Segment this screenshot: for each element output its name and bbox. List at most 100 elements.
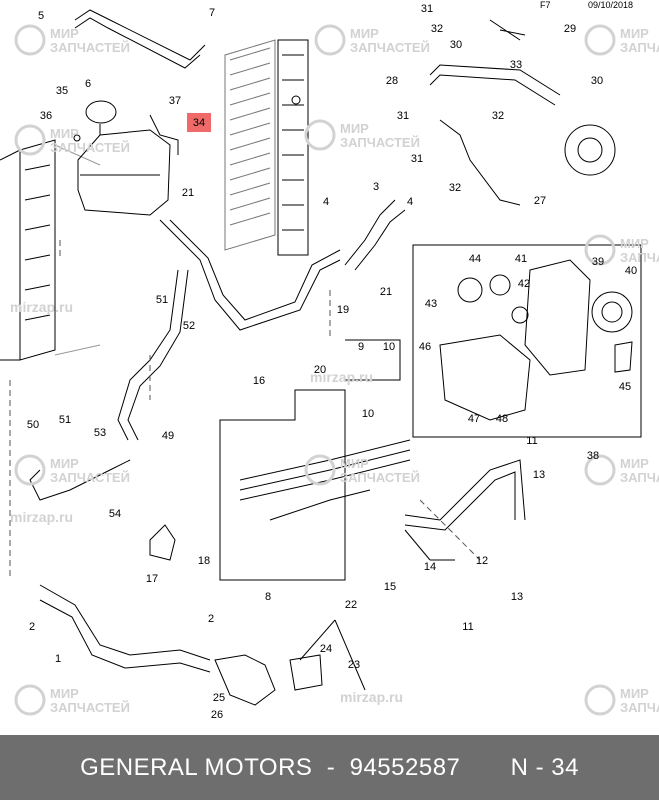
watermark-text: ЗАПЧАСТЕЙ <box>50 140 130 155</box>
diagram-date: 09/10/2018 <box>588 0 634 10</box>
housing-22 <box>214 654 276 706</box>
footer-brand: GENERAL MOTORS <box>80 753 313 781</box>
callout-8: 8 <box>265 591 271 603</box>
hose-11-outline <box>404 471 516 531</box>
hose-50 <box>29 459 131 501</box>
callout-9: 9 <box>358 341 364 353</box>
watermark-logo <box>584 684 616 716</box>
watermark-url: mirzap.ru <box>340 689 403 705</box>
callout-20: 20 <box>314 364 326 376</box>
callout-31: 31 <box>397 110 409 122</box>
watermark-url: mirzap.ru <box>10 509 73 525</box>
callout-35: 35 <box>56 85 68 97</box>
left-radiator <box>0 139 101 361</box>
callout-2: 2 <box>208 613 214 625</box>
callout-4: 4 <box>407 196 413 208</box>
callout-24: 24 <box>320 643 332 655</box>
callout-38: 38 <box>587 450 599 462</box>
watermark-logo <box>304 119 336 151</box>
callout-14: 14 <box>424 561 436 573</box>
watermark-logo <box>14 24 46 56</box>
hose-17 <box>149 524 176 561</box>
callout-29: 29 <box>564 23 576 35</box>
callout-40: 40 <box>625 265 637 277</box>
watermark-logo <box>314 24 346 56</box>
watermark-logo <box>584 234 616 266</box>
page-code: F7 <box>540 0 551 10</box>
watermark-text: ЗАПЧАСТЕЙ <box>50 470 130 485</box>
hose-51 <box>117 269 179 441</box>
pump-housing <box>524 259 591 376</box>
watermark-text: ЗАПЧАСТЕЙ <box>340 135 420 150</box>
watermark-text: МИР <box>50 26 79 41</box>
callout-31: 31 <box>411 153 423 165</box>
watermark-text: МИР <box>50 456 79 471</box>
footer-bar: GENERAL MOTORS - 94552587 N - 34 <box>0 735 659 800</box>
callout-33: 33 <box>510 59 522 71</box>
callout-44: 44 <box>469 253 481 265</box>
callout-52: 52 <box>183 320 195 332</box>
callout-37: 37 <box>169 95 181 107</box>
callout-42: 42 <box>518 278 530 290</box>
hose-3 <box>344 199 396 266</box>
callout-2: 2 <box>29 621 35 633</box>
footer-part-number: 94552587 <box>349 753 461 781</box>
callout-32: 32 <box>449 182 461 194</box>
callout-32: 32 <box>492 110 504 122</box>
callout-41: 41 <box>515 253 527 265</box>
callout-18: 18 <box>198 555 210 567</box>
gasket-24 <box>289 654 323 691</box>
parts-diagram: МИРЗАПЧАСТЕЙМИРЗАПЧАСТЕЙМИРЗАПЧАСТЕЙМИРЗ… <box>0 3 659 721</box>
assembly-38-border <box>412 244 642 438</box>
pulley <box>591 291 633 333</box>
callout-31: 31 <box>421 3 433 15</box>
callout-15: 15 <box>384 581 396 593</box>
hose-19 <box>159 219 341 331</box>
callout-11: 11 <box>462 621 473 633</box>
watermark-text: МИР <box>350 26 379 41</box>
callout-16: 16 <box>253 375 265 387</box>
thermostat-housing <box>457 277 483 303</box>
callout-21: 21 <box>182 187 194 199</box>
watermark-text: МИР <box>50 686 79 701</box>
footer-caption: GENERAL MOTORS - 94552587 N - 34 <box>80 754 579 782</box>
watermark-url: mirzap.ru <box>310 369 373 385</box>
callout-28: 28 <box>386 75 398 87</box>
watermark-text: ЗАПЧАСТЕЙ <box>340 470 420 485</box>
watermark-text: МИР <box>620 236 649 251</box>
assembly-8-border <box>219 389 346 581</box>
hose-19-outline <box>169 219 341 321</box>
pump-gasket <box>439 334 531 421</box>
callout-26: 26 <box>211 709 223 721</box>
footer-dash: - <box>319 753 343 781</box>
watermark-text: ЗАПЧАСТЕЙ <box>50 40 130 55</box>
hose-11 <box>404 459 526 521</box>
watermark-text: ЗАПЧАСТЕЙ <box>620 470 659 485</box>
gasket-45 <box>614 341 633 373</box>
callout-47: 47 <box>468 413 480 425</box>
callout-32: 32 <box>431 23 443 35</box>
callout-1: 1 <box>55 653 61 665</box>
watermarks: МИРЗАПЧАСТЕЙМИРЗАПЧАСТЕЙМИРЗАПЧАСТЕЙМИРЗ… <box>10 24 659 716</box>
highlight-box <box>187 113 211 132</box>
callout-22: 22 <box>345 599 357 611</box>
callout-30: 30 <box>591 75 603 87</box>
callout-45: 45 <box>619 381 631 393</box>
callout-51: 51 <box>156 294 168 306</box>
callout-23: 23 <box>348 659 360 671</box>
callout-30: 30 <box>450 39 462 51</box>
callout-13: 13 <box>533 469 545 481</box>
callout-46: 46 <box>419 341 431 353</box>
footer-spacer <box>468 754 504 781</box>
thermostat <box>489 274 511 296</box>
front-radiator <box>224 39 276 251</box>
watermark-logo <box>14 684 46 716</box>
watermark-text: ЗАПЧАСТЕЙ <box>620 250 659 265</box>
callout-19: 19 <box>337 304 349 316</box>
callout-48: 48 <box>496 413 508 425</box>
callout-54: 54 <box>109 508 121 520</box>
watermark-text: ЗАПЧАСТЕЙ <box>620 40 659 55</box>
callout-5: 5 <box>38 10 44 22</box>
callout-7: 7 <box>209 7 215 19</box>
watermark-logo <box>14 454 46 486</box>
